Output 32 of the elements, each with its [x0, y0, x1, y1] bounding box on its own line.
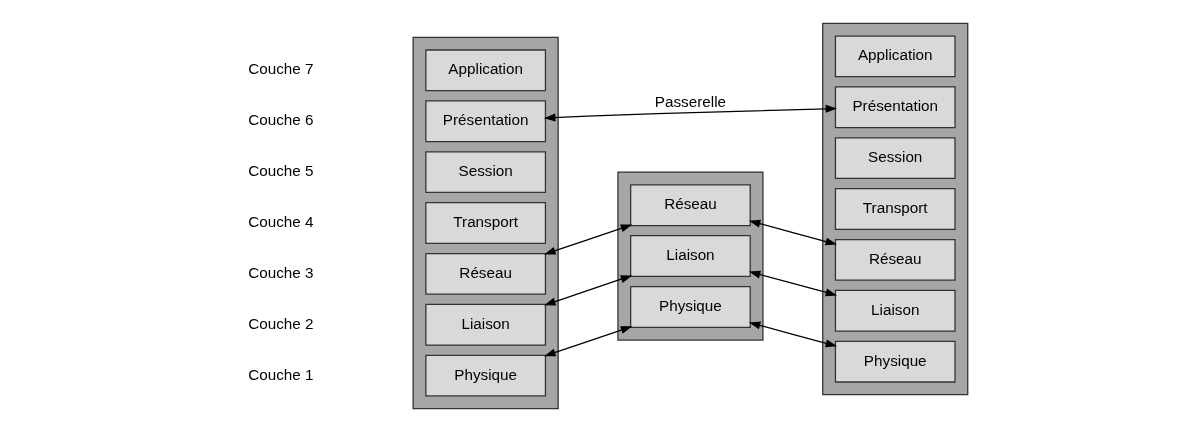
node-box: Liaison	[834, 289, 956, 332]
label: Couche 1	[248, 365, 314, 383]
label: Couche 4	[248, 212, 314, 230]
arrow	[748, 270, 838, 297]
label: Couche 3	[248, 263, 314, 281]
node-box: Application	[834, 35, 956, 78]
node-box: Transport	[834, 188, 956, 230]
arrow	[748, 219, 838, 246]
arrow	[544, 326, 633, 357]
node-box: Liaison	[630, 235, 751, 278]
node-box: Réseau	[834, 238, 956, 281]
node-box: Physique	[425, 354, 547, 397]
node-box: Physique	[630, 285, 751, 328]
node-box: Physique	[834, 340, 956, 383]
label: Couche 5	[248, 162, 314, 180]
arrow	[544, 275, 633, 306]
arrow	[748, 321, 838, 348]
node-box: Présentation	[834, 86, 956, 129]
label: Couche 7	[248, 60, 314, 78]
label: Couche 6	[248, 111, 314, 129]
node-box: Transport	[425, 202, 547, 244]
arrow	[544, 104, 838, 122]
node-box: Application	[425, 49, 547, 92]
node-box: Réseau	[630, 184, 751, 227]
edge-label: Passerelle	[654, 92, 727, 110]
node-box: Session	[834, 137, 956, 180]
node-box: Réseau	[425, 252, 547, 295]
node-box: Session	[425, 151, 547, 194]
label: Couche 2	[248, 314, 314, 332]
arrow	[544, 224, 633, 255]
node-box: Présentation	[425, 100, 547, 143]
node-box: Liaison	[425, 303, 547, 346]
